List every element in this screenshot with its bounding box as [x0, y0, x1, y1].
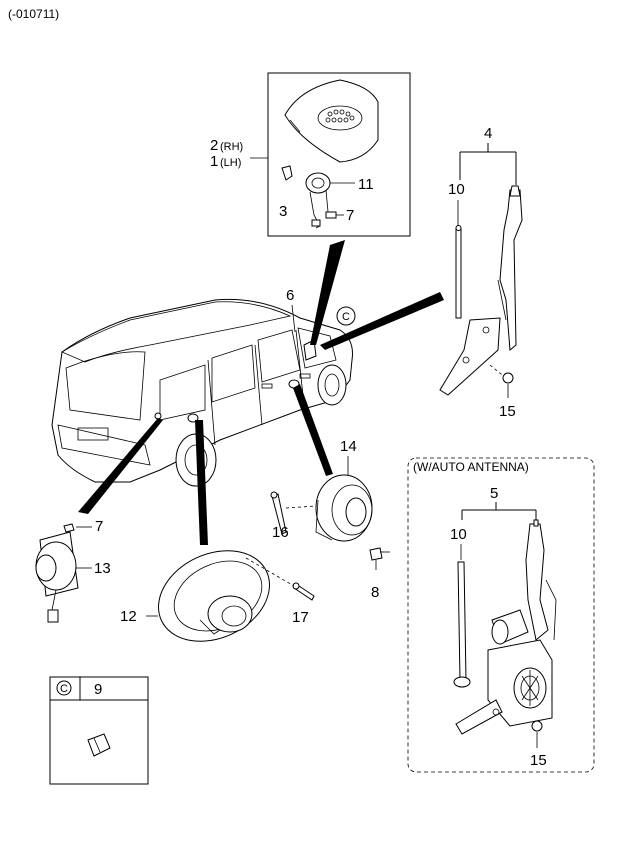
- label-10-bottom: 10: [450, 526, 467, 543]
- auto-antenna-box: (W/AUTO ANTENNA) 5 10: [407, 457, 595, 773]
- label-12: 12: [120, 608, 137, 625]
- leader-rear-speaker: [78, 418, 163, 514]
- screw-small-icon: [325, 211, 337, 219]
- rear-speaker-group: 7 13: [35, 518, 111, 623]
- tweeter-group: 11 7 3 2 (RH) 1 (LH): [210, 72, 411, 237]
- leader-front-speaker: [293, 384, 333, 476]
- label-14: 14: [340, 438, 357, 455]
- auto-antenna-title: (W/AUTO ANTENNA): [413, 460, 529, 474]
- door-speaker-group: 12 17: [120, 550, 315, 642]
- label-11: 11: [358, 176, 374, 193]
- label-2: 2: [210, 137, 218, 154]
- label-16: 16: [272, 524, 289, 541]
- header-code: (-010711): [8, 7, 59, 21]
- tweeter-cover-icon: [284, 79, 379, 163]
- ref-c-car-badge: C: [336, 306, 356, 326]
- manual-antenna-icon: 4 10 15: [439, 125, 523, 420]
- label-15-top: 15: [499, 403, 516, 420]
- clip-icon: [281, 165, 293, 181]
- label-lh: (LH): [220, 157, 241, 169]
- leader-antenna: [320, 292, 444, 350]
- leader-door-speaker: [195, 420, 208, 545]
- label-8: 8: [371, 584, 379, 601]
- label-rh: (RH): [220, 141, 243, 153]
- minivan-icon: [51, 298, 353, 487]
- label-4: 4: [484, 125, 492, 142]
- label-10-top: 10: [448, 181, 465, 198]
- label-15-bottom: 15: [530, 752, 547, 769]
- screw-7-icon: [63, 523, 92, 533]
- screw-16-icon: [270, 491, 317, 535]
- rear-speaker-icon: [35, 531, 79, 623]
- label-5: 5: [490, 485, 498, 502]
- tweeter-icon: [305, 172, 331, 229]
- clip-8-icon: [369, 547, 390, 570]
- label-9: 9: [94, 681, 102, 698]
- ref-c-box: C: [60, 683, 68, 695]
- auto-antenna-icon: [453, 519, 557, 748]
- label-3: 3: [279, 203, 287, 220]
- tweeter-box: [267, 72, 411, 237]
- clip-9-box: C 9: [49, 676, 149, 785]
- label-17: 17: [292, 609, 309, 626]
- label-13: 13: [94, 560, 111, 577]
- tweeter-front-speaker: 14 16 8: [270, 438, 390, 601]
- label-7-bottom: 7: [95, 518, 103, 535]
- screw-17-icon: [245, 557, 315, 601]
- label-1: 1: [210, 153, 218, 170]
- leader-tweeter: [310, 240, 345, 345]
- door-speaker-icon: [315, 474, 373, 542]
- label-6: 6: [286, 287, 294, 304]
- label-7-top: 7: [346, 207, 354, 224]
- ref-c-car: C: [342, 311, 350, 323]
- oval-speaker-icon: [158, 550, 270, 642]
- clip-icon: [87, 733, 111, 757]
